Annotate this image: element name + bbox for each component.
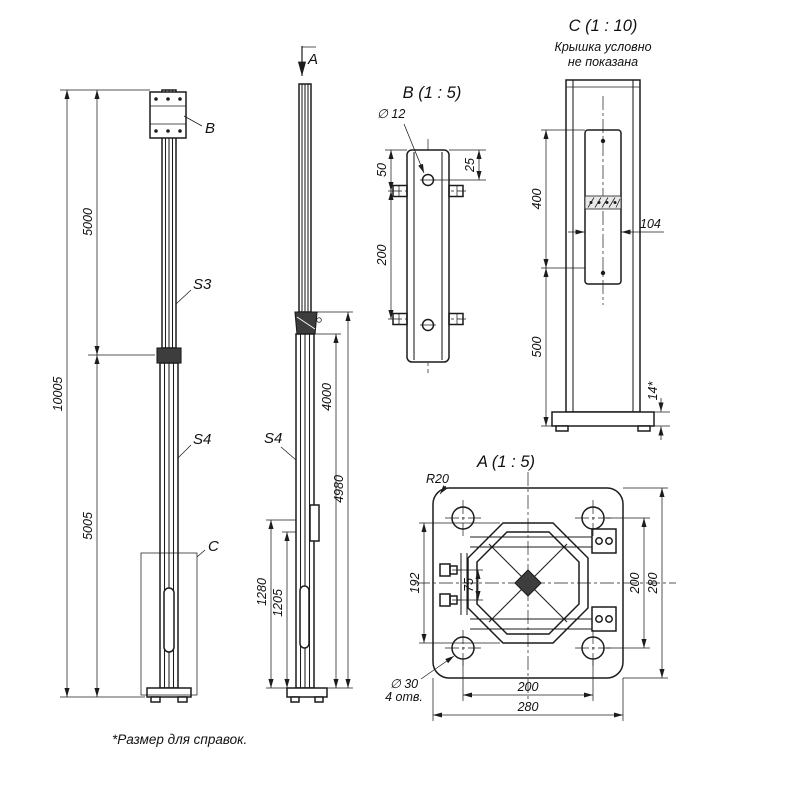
view-c-subtitle-2: не показана — [568, 55, 638, 69]
column-clamp-band — [584, 195, 622, 210]
front-handhole — [163, 587, 175, 653]
dim-104: 104 — [568, 217, 664, 235]
reference-note: *Размер для справок. — [112, 732, 247, 747]
dim-14-text: 14* — [646, 380, 660, 400]
front-label-s3-text: S3 — [193, 276, 212, 293]
section-arrow-a: A — [297, 46, 318, 76]
label-s4-side: S4 — [264, 430, 297, 461]
dim-50-text: 50 — [375, 163, 389, 177]
dim-r20-text: R20 — [426, 472, 449, 486]
dim-10005: 10005 — [51, 90, 145, 698]
view-b: B (1 : 5) ∅ 12 25 50 — [375, 84, 486, 373]
dim-200-bracket-text: 200 — [375, 245, 389, 267]
anchor-holes — [445, 500, 611, 666]
side-pole-body — [294, 83, 322, 689]
dim-500: 500 — [530, 268, 552, 427]
front-view: B S3 S4 C 5000 5005 10005 — [51, 89, 219, 703]
dim-5000-text: 5000 — [81, 208, 95, 236]
view-c: C (1 : 10) Крышка условно не показана — [530, 17, 670, 440]
side-label-s4-text: S4 — [264, 430, 282, 447]
dim-4000: 4000 — [315, 333, 341, 688]
dim-280-right: 280 — [623, 487, 668, 679]
column-base-flange — [551, 411, 655, 432]
dim-14: 14* — [646, 380, 670, 440]
dim-1280: 1280 — [255, 519, 296, 689]
dim-4980-text: 4980 — [332, 475, 346, 503]
front-label-c-text: C — [208, 538, 219, 555]
dim-200-bracket: 200 — [375, 191, 394, 319]
dim-dia30-text: ∅ 30 — [390, 677, 418, 691]
side-base-plate — [286, 687, 328, 703]
view-b-title: B (1 : 5) — [403, 84, 462, 102]
dim-holes-text: 4 отв. — [385, 690, 423, 704]
dim-25-text: 25 — [463, 158, 477, 173]
dim-1205: 1205 — [271, 531, 296, 688]
dim-192: 192 — [408, 522, 500, 644]
dim-280-bottom-text: 280 — [517, 700, 539, 714]
dim-10005-text: 10005 — [51, 377, 65, 412]
dim-4000-text: 4000 — [320, 383, 334, 411]
dim-1280-text: 1280 — [255, 578, 269, 606]
front-joint-collar — [156, 347, 182, 364]
label-c: C — [196, 538, 219, 558]
dim-1205-text: 1205 — [271, 589, 285, 617]
dim-5005-text: 5005 — [81, 512, 95, 540]
dim-200-bottom: 200 — [462, 660, 594, 701]
pole-cross-section — [439, 522, 617, 644]
view-c-subtitle-1: Крышка условно — [554, 40, 651, 54]
dim-400-text: 400 — [530, 189, 544, 210]
dim-r20: R20 — [426, 472, 449, 495]
dim-500-text: 500 — [530, 337, 544, 358]
label-s3: S3 — [175, 276, 212, 305]
dim-192-text: 192 — [408, 573, 422, 594]
side-label-a-text: A — [307, 51, 318, 68]
dim-dia12: ∅ 12 — [377, 107, 425, 174]
side-handhole-cover — [309, 504, 320, 542]
side-handhole — [299, 585, 310, 649]
front-top-bracket — [149, 91, 187, 139]
bracket-outline — [406, 149, 450, 363]
dim-280-right-text: 280 — [646, 573, 660, 595]
dim-104-text: 104 — [640, 217, 661, 231]
dim-5005: 5005 — [81, 355, 100, 697]
view-a: A (1 : 5) — [385, 453, 676, 721]
front-base-plate — [146, 687, 192, 703]
dim-4980: 4980 — [314, 311, 353, 689]
dim-dia30: ∅ 30 4 отв. — [385, 655, 455, 704]
view-a-title: A (1 : 5) — [476, 453, 535, 471]
side-view: A S4 49 — [255, 46, 353, 703]
front-label-s4-text: S4 — [193, 431, 211, 448]
dim-280-bottom: 280 — [432, 678, 624, 721]
dim-75-text: 75 — [462, 578, 476, 592]
front-label-b-text: B — [205, 120, 215, 137]
detail-c-boundary — [140, 552, 198, 696]
dim-5000: 5000 — [60, 89, 155, 356]
dim-dia12-text: ∅ 12 — [377, 107, 405, 121]
dim-200-right: 200 — [606, 517, 650, 649]
view-c-title: C (1 : 10) — [569, 17, 638, 35]
dim-25: 25 — [435, 149, 486, 181]
dim-75: 75 — [452, 569, 483, 601]
dim-50: 50 — [375, 149, 407, 191]
label-s4-front: S4 — [177, 431, 211, 459]
dim-200-right-text: 200 — [628, 573, 642, 595]
label-b: B — [183, 115, 215, 137]
dim-200-bottom-text: 200 — [517, 680, 539, 694]
